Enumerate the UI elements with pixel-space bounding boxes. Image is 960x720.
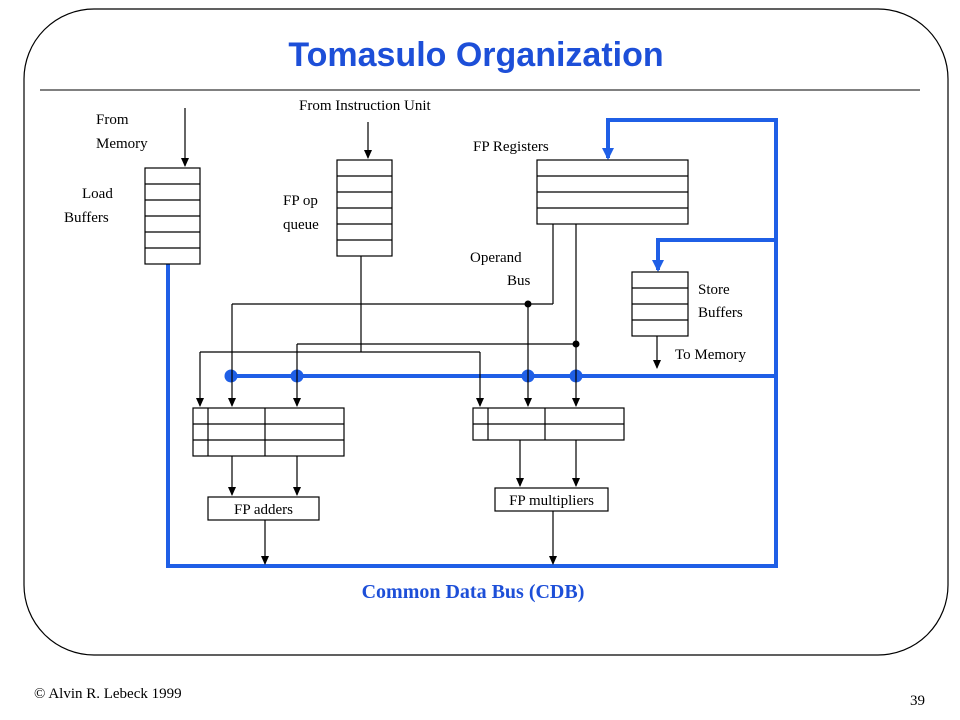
fp-multipliers: FP multipliers xyxy=(494,487,609,512)
fp-op-queue xyxy=(336,159,393,257)
load-buffers xyxy=(144,167,201,265)
slide-frame xyxy=(23,8,949,656)
operand-bus xyxy=(196,224,580,407)
load-buffers-label-2: Buffers xyxy=(64,210,109,226)
store-buffers-label-2: Buffers xyxy=(698,305,743,321)
slide-title: Tomasulo Organization xyxy=(288,36,663,74)
fp-registers xyxy=(536,159,689,225)
page-number: 39 xyxy=(910,693,925,709)
fp-op-queue-label-1: FP op xyxy=(283,193,318,209)
operand-bus-label-2: Bus xyxy=(507,273,531,289)
footer-author: © Alvin R. Lebeck 1999 xyxy=(34,686,182,702)
fp-op-queue-label-2: queue xyxy=(283,217,319,233)
fp-adders: FP adders xyxy=(207,496,320,521)
operand-bus-label-1: Operand xyxy=(470,250,522,266)
load-buffers-label-1: Load xyxy=(82,186,113,202)
store-buffers-label-1: Store xyxy=(698,282,730,298)
cdb-tap-dot xyxy=(224,369,238,383)
from-memory-label-2: Memory xyxy=(96,136,148,152)
store-buffers xyxy=(631,271,689,337)
fp-adders-label: FP adders xyxy=(234,502,293,518)
adder-reservation-stations xyxy=(192,407,345,457)
fp-multipliers-label: FP multipliers xyxy=(509,493,594,509)
fp-registers-label: FP Registers xyxy=(473,139,549,155)
to-memory-label: To Memory xyxy=(675,347,747,363)
common-data-bus-label: Common Data Bus (CDB) xyxy=(362,581,585,603)
from-memory-label-1: From xyxy=(96,112,129,128)
from-instruction-unit-label: From Instruction Unit xyxy=(299,98,431,114)
multiplier-reservation-stations xyxy=(472,407,625,441)
